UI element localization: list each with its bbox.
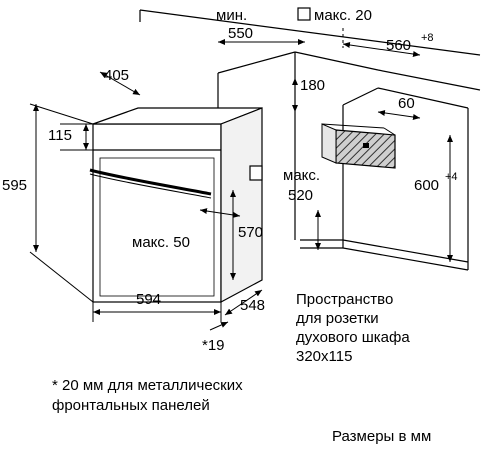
min-label: мин.	[216, 7, 247, 24]
dim-594: 594	[136, 291, 161, 308]
dim-600-tol: +4	[445, 171, 458, 183]
oven	[89, 107, 263, 304]
dim-570: 570	[238, 224, 263, 241]
dim-60: 60	[398, 95, 415, 112]
dim-405: 405	[104, 67, 129, 84]
socket-space	[321, 123, 396, 169]
dim-550: 550	[228, 25, 253, 42]
socket-line-3: духового шкафа	[296, 329, 410, 346]
dim-520: 520	[288, 187, 313, 204]
dim-115: 115	[48, 127, 72, 144]
dimension-lines	[29, 28, 453, 331]
socket-line-1: Пространство	[296, 291, 393, 308]
footnotes: * 20 мм для металлических фронтальных па…	[52, 377, 431, 445]
footnote-line-2: фронтальных панелей	[52, 397, 210, 414]
units-note: Размеры в мм	[332, 428, 431, 445]
dim-595: 595	[2, 177, 27, 194]
max-label: макс.	[283, 167, 320, 184]
dim-548: 548	[240, 297, 265, 314]
dim-560-tol: +8	[421, 32, 434, 44]
dim-560: 560	[386, 37, 411, 54]
dim-600: 600	[414, 177, 439, 194]
socket-line-2: для розетки	[296, 310, 379, 327]
dim-star19: *19	[202, 337, 225, 354]
max50-label: макс. 50	[132, 234, 190, 251]
dimension-labels: мин. 550 макс. 20 560 +8 405 180 60 115 …	[2, 7, 458, 354]
socket-line-4: 320x115	[296, 348, 352, 365]
footnote-line-1: * 20 мм для металлических	[52, 377, 243, 394]
square-icon	[297, 7, 311, 21]
dim-180: 180	[300, 77, 325, 94]
socket-description: Пространство для розетки духового шкафа …	[296, 291, 410, 365]
max20-label: макс. 20	[314, 7, 372, 24]
